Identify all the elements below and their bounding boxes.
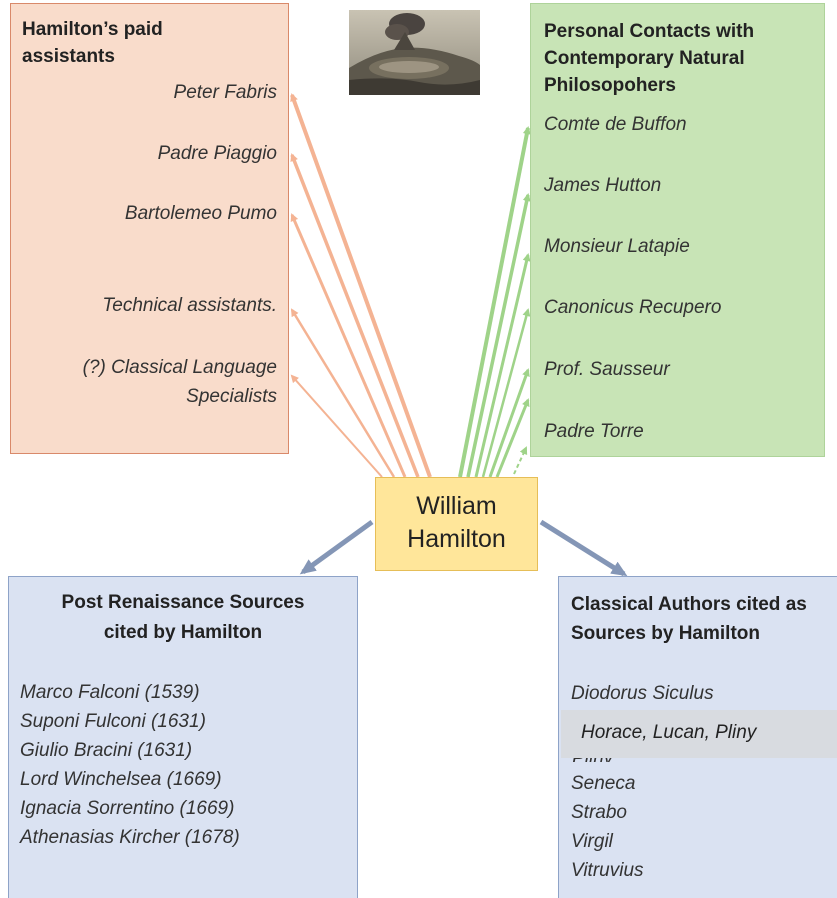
classical-author-item: Seneca [571, 773, 636, 794]
assistant-item: Technical assistants. [102, 295, 277, 316]
assistant-item: Specialists [186, 386, 277, 407]
assistant-item: Peter Fabris [173, 82, 277, 103]
post-renaissance-title-line1: Post Renaissance Sources [61, 592, 305, 613]
classical-author-item: Virgil [571, 831, 613, 852]
post-renaissance-item: Ignacia Sorrentino (1669) [20, 798, 235, 819]
post-renaissance-title-line2: cited by Hamilton [103, 622, 263, 643]
classical-authors-title-line2: Sources by Hamilton [571, 623, 760, 644]
arrow-to-buffon [458, 126, 531, 478]
arrow-to-sausseur [488, 368, 530, 478]
classical-author-item: Diodorus Siculus [571, 683, 714, 704]
arrow-to-latapie [474, 253, 531, 478]
assistant-item: (?) Classical Language [82, 357, 277, 378]
post-renaissance-item: Giulio Bracini (1631) [20, 740, 193, 761]
arrow-to-hutton [466, 193, 531, 478]
arrow-to-peter-fabris [290, 93, 432, 478]
contact-item: Comte de Buffon [544, 114, 687, 135]
arrow-to-recupero [481, 308, 531, 478]
classical-author-item: Vitruvius [571, 860, 644, 881]
added-authors-text: Horace, Lucan, Pliny [581, 722, 757, 743]
assistant-item: Padre Piaggio [157, 143, 277, 164]
arrow-to-post-renaissance [299, 519, 374, 575]
contact-item: Prof. Sausseur [544, 359, 670, 380]
classical-author-item: Strabo [571, 802, 627, 823]
arrow-to-torre [495, 398, 530, 478]
arrow-to-language-specialists [290, 374, 383, 478]
arrow-to-classical [539, 519, 628, 577]
contact-item: James Hutton [544, 175, 662, 196]
post-renaissance-item: Athenasias Kircher (1678) [20, 827, 240, 848]
post-renaissance-item: Lord Winchelsea (1669) [20, 769, 222, 790]
post-renaissance-box: Post Renaissance Sources cited by Hamilt… [8, 576, 358, 898]
arrow-to-bartolemeo-pumo [290, 213, 407, 478]
paid-assistants-box: Hamilton’s paid assistants Peter Fabris … [10, 3, 289, 454]
volcano-painting-image [349, 10, 480, 95]
arrow-to-padre-piaggio [290, 153, 420, 478]
assistant-item: Bartolemeo Pumo [124, 203, 277, 224]
arrow-to-technical-assistants [290, 308, 396, 478]
added-authors-overlay: Horace, Lucan, Pliny [561, 710, 837, 758]
contact-item: Padre Torre [544, 421, 644, 442]
personal-contacts-title: Personal Contacts with Contemporary Natu… [544, 21, 755, 96]
post-renaissance-item: Suponi Fulconi (1631) [20, 711, 206, 732]
paid-assistants-title: Hamilton’s paid assistants [22, 19, 163, 67]
classical-authors-title-line1: Classical Authors cited as [571, 594, 807, 615]
arrow-to-torre-dashed [513, 446, 528, 475]
post-renaissance-item: Marco Falconi (1539) [20, 682, 200, 703]
contact-item: Canonicus Recupero [544, 297, 722, 318]
personal-contacts-box: Personal Contacts with Contemporary Natu… [530, 3, 825, 457]
contact-item: Monsieur Latapie [544, 236, 690, 257]
